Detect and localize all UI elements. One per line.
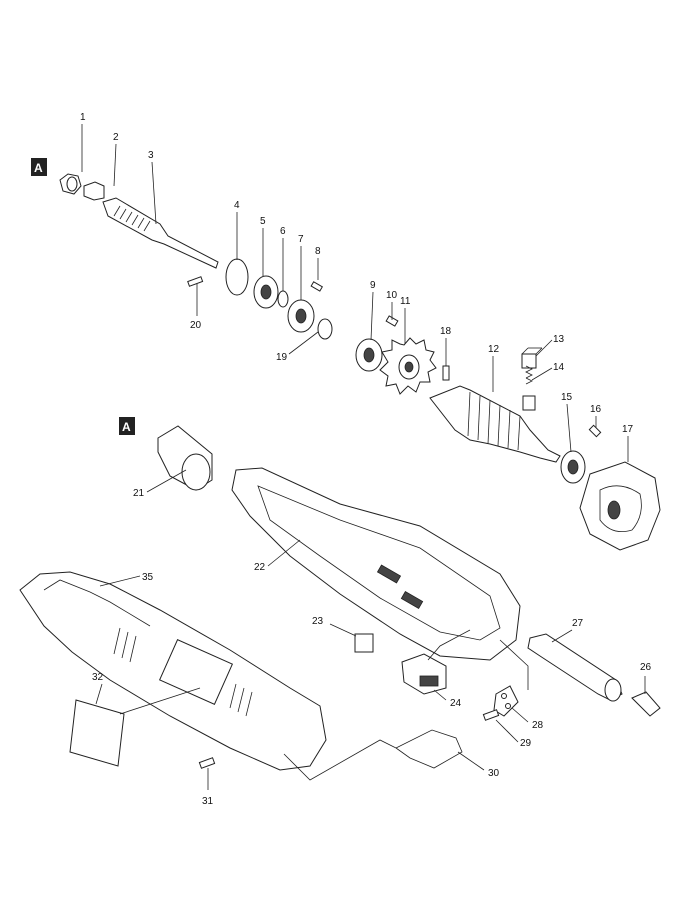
label-part-1: 1	[80, 112, 86, 123]
part-3-spindle	[102, 197, 219, 269]
label-part-6: 6	[280, 226, 286, 237]
part-10-key	[385, 315, 399, 327]
svg-text:A: A	[122, 420, 131, 434]
part-16-key	[588, 424, 602, 438]
part-14-brush-spring	[522, 365, 536, 411]
label-part-35: 35	[142, 572, 154, 583]
part-2-collet	[83, 181, 105, 201]
part-11-fan	[379, 337, 437, 395]
label-part-5: 5	[260, 216, 266, 227]
part-23-switch-block	[354, 633, 374, 653]
label-part-15: 15	[561, 392, 573, 403]
label-part-10: 10	[386, 290, 398, 301]
label-part-24: 24	[450, 698, 462, 709]
part-32-label-plate	[69, 699, 125, 767]
label-part-28: 28	[532, 720, 544, 731]
label-part-29: 29	[520, 738, 532, 749]
part-20-pin	[187, 276, 204, 287]
part-13-carbon-brush	[521, 347, 543, 369]
part-22-housing-half	[231, 467, 521, 661]
part-9-bearing	[355, 338, 383, 372]
label-part-27: 27	[572, 618, 584, 629]
part-28-bracket	[493, 685, 519, 717]
label-part-32: 32	[92, 672, 104, 683]
part-21-nose-cap	[157, 425, 213, 491]
label-part-20: 20	[190, 320, 202, 331]
part-7-bearing	[287, 299, 315, 333]
label-part-16: 16	[590, 404, 602, 415]
part-29-screw	[482, 709, 500, 721]
label-part-17: 17	[622, 424, 634, 435]
label-part-2: 2	[113, 132, 119, 143]
part-4-washer	[225, 258, 249, 296]
label-part-18: 18	[440, 326, 452, 337]
reference-marker-a-top: A	[31, 158, 47, 176]
part-5-bearing	[253, 275, 279, 309]
label-part-31: 31	[202, 796, 214, 807]
part-17-field-coil	[579, 461, 661, 551]
reference-marker-a-lower: A	[119, 417, 135, 435]
leader-lines-upper	[81, 124, 629, 462]
svg-text:A: A	[34, 161, 43, 175]
part-12-armature	[429, 385, 561, 463]
label-part-14: 14	[553, 362, 565, 373]
part-19-ring	[317, 318, 333, 340]
label-part-8: 8	[315, 246, 321, 257]
label-part-21: 21	[133, 488, 145, 499]
label-part-7: 7	[298, 234, 304, 245]
label-part-13: 13	[553, 334, 565, 345]
label-part-11: 11	[400, 296, 411, 307]
part-15-bearing	[560, 450, 586, 484]
label-part-4: 4	[234, 200, 240, 211]
label-part-26: 26	[640, 662, 652, 673]
label-part-3: 3	[148, 150, 154, 161]
label-part-12: 12	[488, 344, 500, 355]
part-8-pin	[310, 281, 324, 292]
part-18-screw	[442, 365, 450, 381]
leader-lines-lower	[95, 469, 646, 790]
label-part-19: 19	[276, 352, 288, 363]
label-part-22: 22	[254, 562, 266, 573]
part-30-wire-clip	[395, 729, 463, 769]
part-24-switch	[401, 653, 447, 695]
label-part-23: 23	[312, 616, 324, 627]
part-27-shaft	[527, 633, 623, 702]
label-part-9: 9	[370, 280, 376, 291]
part-31-screw	[198, 757, 216, 769]
part-6-ring	[277, 290, 289, 308]
part-35-housing-assembly	[19, 571, 327, 771]
part-26-sleeve	[631, 691, 661, 717]
label-part-30: 30	[488, 768, 500, 779]
part-1-nut	[59, 173, 82, 195]
part-labels: 1 2 3 4 5 6 7 8 9 10 11 12 13 14 15 16 1…	[80, 112, 652, 807]
